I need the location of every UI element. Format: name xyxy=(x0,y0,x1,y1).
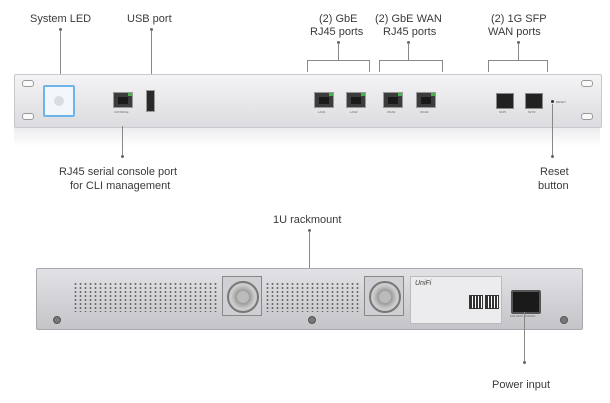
leader-dot-wan xyxy=(407,41,410,44)
lan2-label: LAN2 xyxy=(350,110,358,114)
lan1-port[interactable] xyxy=(314,92,334,108)
link-led xyxy=(329,93,333,96)
label-gbe-wan-line2: RJ45 ports xyxy=(383,26,437,38)
lan1-label: LAN1 xyxy=(318,110,326,114)
label-gbe-wan-line1: (2) GbE WAN xyxy=(375,13,442,25)
leader-wan xyxy=(408,43,409,60)
screw xyxy=(560,316,568,324)
bracket-gbe xyxy=(307,60,370,61)
leader-dot-reset xyxy=(551,155,554,158)
sfp2-label: SFP2 xyxy=(528,110,536,114)
rack-ear-hole xyxy=(22,113,34,120)
screw xyxy=(308,316,316,324)
bracket-wan-left xyxy=(379,60,380,72)
label-reset-line1: Reset xyxy=(540,166,569,178)
link-led xyxy=(128,93,132,96)
bracket-wan-right xyxy=(442,60,443,72)
system-led xyxy=(43,85,75,117)
label-system-led: System LED xyxy=(30,13,92,25)
label-gbe-rj45-line2: RJ45 ports xyxy=(310,26,364,38)
power-rating-label: 100-240V, 50/60Hz xyxy=(510,314,536,318)
wan1-label: WAN1 xyxy=(387,110,396,114)
power-inlet[interactable] xyxy=(511,290,541,314)
label-gbe-rj45-line1: (2) GbE xyxy=(319,13,358,25)
reset-pinhole[interactable] xyxy=(551,100,554,103)
product-label: UniFi xyxy=(410,276,502,324)
leader-console xyxy=(122,126,123,156)
qr-code-icon xyxy=(485,295,499,309)
label-console-line2: for CLI management xyxy=(70,180,171,192)
leader-power xyxy=(524,312,525,362)
wan2-port[interactable] xyxy=(416,92,436,108)
link-led xyxy=(361,93,365,96)
label-usb-port: USB port xyxy=(127,13,172,25)
leader-dot-console xyxy=(121,155,124,158)
leader-dot-rackmount xyxy=(308,229,311,232)
label-power-input: Power input xyxy=(492,379,551,391)
link-led xyxy=(431,93,435,96)
rack-ear-hole xyxy=(22,80,34,87)
leader-dot-power xyxy=(523,361,526,364)
bracket-gbe-right xyxy=(369,60,370,72)
qr-code-icon xyxy=(469,295,483,309)
label-sfp-line1: (2) 1G SFP xyxy=(491,13,547,25)
leader-rackmount xyxy=(309,231,310,268)
sfp2-port[interactable] xyxy=(525,93,543,109)
leader-reset xyxy=(552,104,553,156)
reset-label: RESET xyxy=(556,100,567,104)
bracket-gbe-left xyxy=(307,60,308,72)
console-port-label: CONSOLE xyxy=(114,110,129,114)
label-reset-line2: button xyxy=(538,180,569,192)
leader-dot-sfp xyxy=(517,41,520,44)
rack-ear-hole xyxy=(581,80,593,87)
leader-system-led xyxy=(60,30,61,86)
sfp1-label: SFP1 xyxy=(499,110,507,114)
fan-icon xyxy=(369,281,401,313)
label-sfp-line2: WAN ports xyxy=(488,26,541,38)
console-port[interactable] xyxy=(113,92,133,108)
vent-grille xyxy=(265,282,359,312)
leader-dot-system-led xyxy=(59,28,62,31)
vent-grille xyxy=(73,282,219,312)
brand-logo: UniFi xyxy=(415,280,432,287)
sfp1-port[interactable] xyxy=(496,93,514,109)
link-led xyxy=(398,93,402,96)
bracket-wan xyxy=(379,60,443,61)
wan2-label: WAN2 xyxy=(420,110,429,114)
leader-usb xyxy=(151,30,152,90)
lan2-port[interactable] xyxy=(346,92,366,108)
fan-right xyxy=(364,276,404,316)
ubiquiti-logo-icon xyxy=(54,96,64,106)
leader-dot-gbe xyxy=(337,41,340,44)
rack-ear-hole xyxy=(581,113,593,120)
bracket-sfp-left xyxy=(488,60,489,72)
front-panel-reflection xyxy=(14,127,600,147)
usb-port[interactable] xyxy=(146,90,155,112)
leader-gbe xyxy=(338,43,339,60)
fan-left xyxy=(222,276,262,316)
bracket-sfp-right xyxy=(547,60,548,72)
leader-dot-usb xyxy=(150,28,153,31)
bracket-sfp xyxy=(488,60,548,61)
label-rackmount: 1U rackmount xyxy=(273,214,342,226)
label-console-line1: RJ45 serial console port xyxy=(59,166,178,178)
screw xyxy=(53,316,61,324)
wan1-port[interactable] xyxy=(383,92,403,108)
leader-sfp xyxy=(518,43,519,60)
fan-icon xyxy=(227,281,259,313)
